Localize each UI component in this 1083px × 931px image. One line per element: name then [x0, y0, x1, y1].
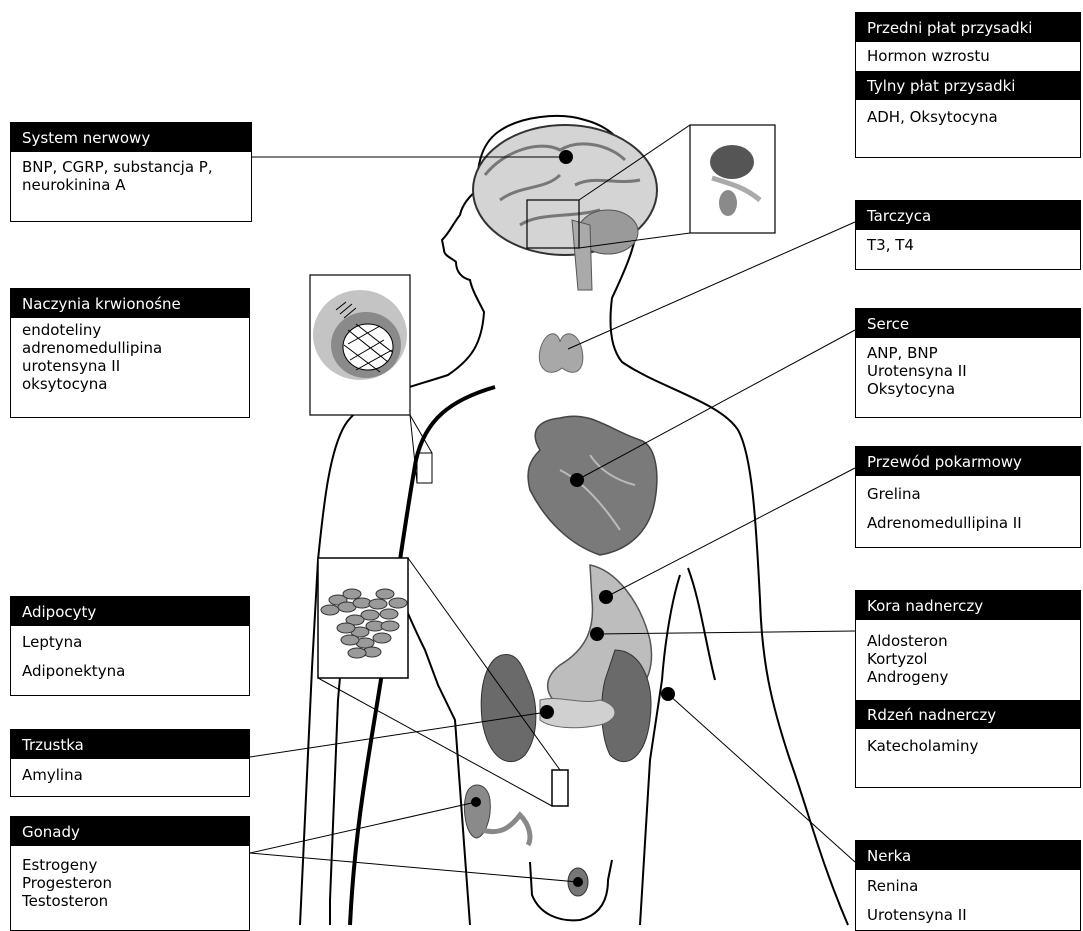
- adrenal-cortex-line-1: Aldosteron: [867, 632, 1072, 650]
- thyroid-shape: [539, 334, 583, 372]
- adipocytes-line-2: Adiponektyna: [22, 657, 241, 686]
- nervous-system-header: System nerwowy: [11, 123, 251, 152]
- heart-shape: [528, 416, 657, 555]
- kidney-header: Nerka: [856, 841, 1080, 870]
- gonads-line-3: Testosteron: [22, 892, 241, 910]
- gonads-line-1: Estrogeny: [22, 856, 241, 874]
- vessels-line-3: urotensyna II: [22, 357, 241, 375]
- gut-line-2: Adrenomedullipina II: [867, 509, 1072, 538]
- adipocytes-box: Adipocyty Leptyna Adiponektyna: [10, 596, 250, 696]
- adrenal-cortex-line-2: Kortyzol: [867, 650, 1072, 668]
- heart-line-2: Urotensyna II: [867, 362, 1072, 380]
- pituitary-anterior-header: Przedni płat przysadki: [856, 13, 1080, 42]
- adrenal-medulla-header: Rdzeń nadnerczy: [856, 700, 1080, 729]
- vessel-sample-frame: [417, 453, 432, 483]
- pancreas-header: Trzustka: [11, 730, 249, 759]
- adrenal-medulla-line-1: Katecholaminy: [867, 737, 1072, 755]
- kidney-box: Nerka Renina Urotensyna II: [855, 840, 1081, 931]
- kidney-line-2: Urotensyna II: [867, 901, 1072, 930]
- thyroid-box: Tarczyca T3, T4: [855, 200, 1081, 270]
- left-arm-outer: [688, 568, 715, 680]
- gonads-box: Gonady Estrogeny Progesteron Testosteron: [10, 816, 250, 931]
- pituitary-posterior-line-1: ADH, Oksytocyna: [867, 108, 1072, 126]
- heart-box: Serce ANP, BNP Urotensyna II Oksytocyna: [855, 308, 1081, 418]
- gut-box: Przewód pokarmowy Grelina Adrenomedullip…: [855, 446, 1081, 548]
- gonads-line-2: Progesteron: [22, 874, 241, 892]
- heart-line-1: ANP, BNP: [867, 344, 1072, 362]
- brainstem: [572, 220, 592, 290]
- blood-vessels-header: Naczynia krwionośne: [11, 289, 249, 318]
- pituitary-anterior-line-1: Hormon wzrostu: [867, 47, 1072, 65]
- kidney-right: [481, 654, 536, 761]
- heart-line-3: Oksytocyna: [867, 380, 1072, 398]
- kidney-line-1: Renina: [867, 872, 1072, 901]
- vessels-line-4: oksytocyna: [22, 375, 241, 393]
- thyroid-header: Tarczyca: [856, 201, 1080, 230]
- nervous-system-box: System nerwowy BNP, CGRP, substancja P, …: [10, 122, 252, 222]
- pancreas-line-1: Amylina: [22, 761, 241, 790]
- adipocytes-line-1: Leptyna: [22, 628, 241, 657]
- pituitary-posterior-header: Tylny płat przysadki: [856, 71, 1080, 100]
- adrenal-cortex-line-3: Androgeny: [867, 668, 1072, 686]
- fat-sample-frame: [552, 770, 568, 806]
- thyroid-line-1: T3, T4: [867, 236, 1072, 254]
- nervous-line-2: neurokinina A: [22, 176, 243, 194]
- adrenal-box: Kora nadnerczy Aldosteron Kortyzol Andro…: [855, 590, 1081, 788]
- blood-vessels-box: Naczynia krwionośne endoteliny adrenomed…: [10, 288, 250, 418]
- gonads-header: Gonady: [11, 817, 249, 846]
- gut-header: Przewód pokarmowy: [856, 447, 1080, 476]
- adipocytes-header: Adipocyty: [11, 597, 249, 626]
- adrenal-cortex-header: Kora nadnerczy: [856, 591, 1080, 620]
- vessels-line-1: endoteliny: [22, 321, 241, 339]
- vessels-line-2: adrenomedullipina: [22, 339, 241, 357]
- gut-line-1: Grelina: [867, 480, 1072, 509]
- nervous-line-1: BNP, CGRP, substancja P,: [22, 158, 243, 176]
- pituitary-box: Przedni płat przysadki Hormon wzrostu Ty…: [855, 12, 1081, 158]
- heart-header: Serce: [856, 309, 1080, 338]
- pancreas-box: Trzustka Amylina: [10, 729, 250, 797]
- pituitary-inset-frame: [690, 125, 775, 233]
